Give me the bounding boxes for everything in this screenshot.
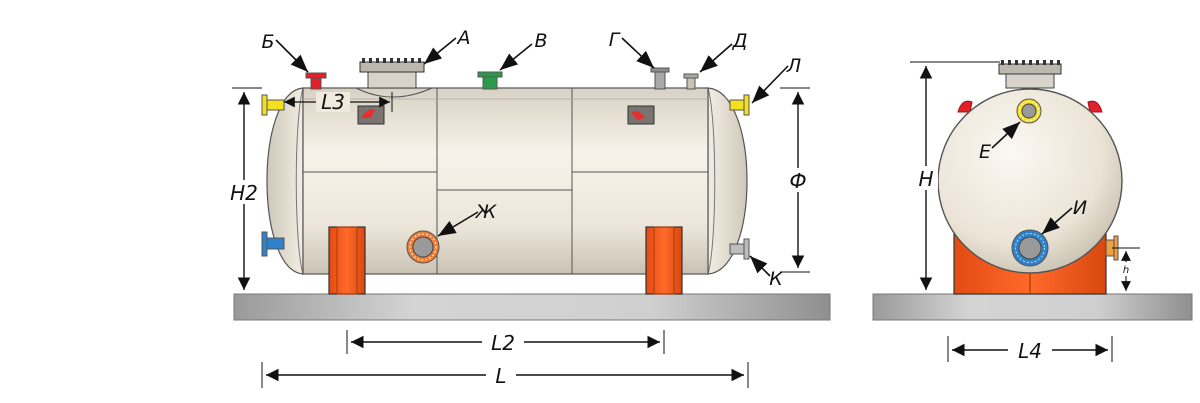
dimension-phi: Ф: [780, 87, 810, 273]
callout-zh: Ж: [437, 201, 498, 237]
callout-l: Л: [751, 55, 801, 104]
nozzle-l: [729, 94, 750, 116]
label-l2: L2: [491, 331, 515, 355]
label-h-small: h: [1123, 265, 1129, 276]
dimension-h-small: h: [1112, 247, 1140, 291]
support-left: [328, 226, 366, 295]
side-view: H2 L3 Ф L2: [226, 27, 831, 388]
dimension-l2: L2: [346, 330, 665, 355]
nozzle-v: [477, 71, 503, 90]
dimension-h: H: [910, 61, 1000, 290]
base-slab-end: [872, 293, 1193, 321]
label-zh: Ж: [475, 201, 498, 223]
dimension-h2: H2: [226, 87, 262, 290]
right-head: [707, 87, 748, 275]
lug-left-end: [957, 100, 973, 113]
callout-k: К: [749, 255, 784, 290]
label-d: Д: [732, 30, 748, 52]
manhole-a: [355, 58, 433, 98]
dimension-l3: L3: [284, 90, 393, 114]
label-k: К: [769, 268, 784, 290]
label-h2: H2: [230, 181, 258, 205]
nozzle-i: [1011, 229, 1049, 267]
label-e: Е: [979, 141, 991, 163]
label-l: L: [495, 364, 506, 388]
lug-right-end: [1087, 100, 1103, 113]
callout-d: Д: [699, 30, 748, 73]
label-l: Л: [786, 55, 801, 77]
label-i: И: [1073, 197, 1087, 219]
nozzle-b: [305, 72, 327, 90]
callout-b: Б: [261, 31, 309, 73]
label-b: Б: [261, 31, 274, 53]
label-v: В: [534, 30, 547, 52]
nozzle-left-blue: [261, 231, 285, 257]
label-g: Г: [609, 29, 621, 51]
callout-a: А: [423, 27, 471, 65]
nozzle-g: [650, 67, 670, 90]
nozzle-e: [1016, 98, 1042, 124]
nozzle-d: [683, 73, 699, 90]
support-right: [645, 226, 683, 295]
dimension-l4: L4: [947, 336, 1113, 363]
callout-v: В: [499, 30, 548, 71]
dimension-l: L: [261, 362, 749, 388]
callout-i: И: [1041, 197, 1087, 235]
nozzle-zh: [406, 230, 440, 264]
label-l4: L4: [1018, 339, 1042, 363]
callout-g: Г: [609, 29, 655, 69]
callout-e: Е: [979, 121, 1021, 163]
nozzle-k: [729, 238, 750, 260]
label-a: А: [456, 27, 471, 49]
label-phi: Ф: [789, 169, 806, 193]
manhole-end: [998, 60, 1062, 89]
end-view: H L4 h Е И: [872, 60, 1193, 363]
label-h: H: [918, 167, 933, 191]
label-l3: L3: [321, 90, 345, 114]
base-slab: [233, 293, 831, 321]
